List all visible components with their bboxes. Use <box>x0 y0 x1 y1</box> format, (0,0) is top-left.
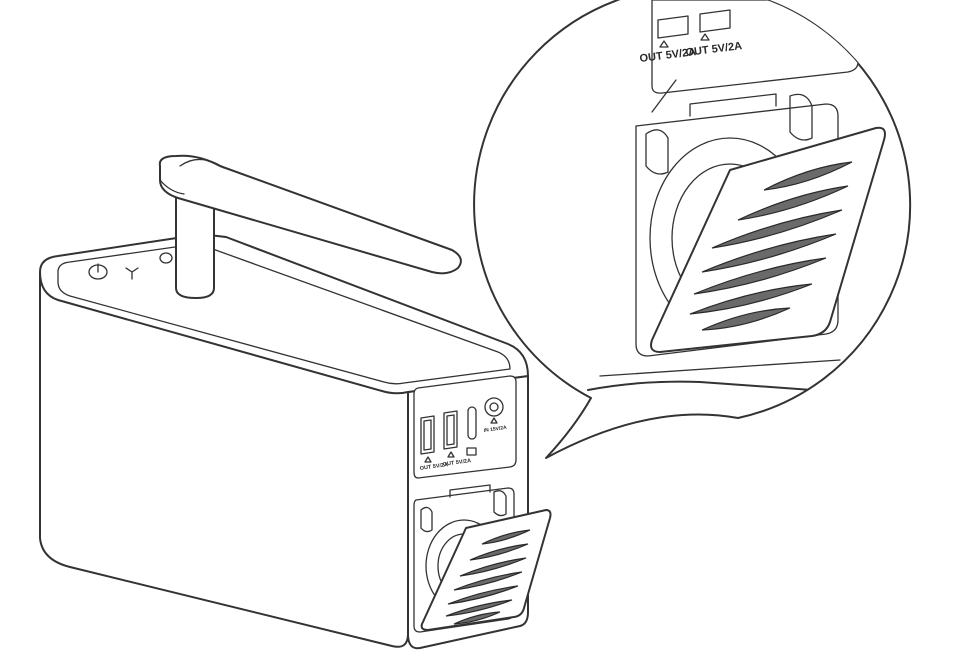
grille-slot <box>481 529 531 545</box>
usb-a-1-label: OUT 5V/2A <box>419 462 448 472</box>
grille-slot <box>453 611 501 625</box>
dc-in-label: IN 15V/2A <box>483 425 507 434</box>
grille-slot <box>763 161 853 191</box>
grille-slot <box>453 571 523 591</box>
filter-grille <box>445 529 531 625</box>
grille-slot <box>445 599 513 617</box>
usb-a-port-2 <box>443 410 458 450</box>
warning-triangle-icon <box>659 33 710 48</box>
warning-triangle-icon <box>424 417 498 463</box>
grille-slot <box>469 543 529 561</box>
usb-c-port <box>467 406 477 440</box>
device-icon <box>466 447 477 456</box>
usb-a-2-label: OUT 5V/2A <box>442 458 471 468</box>
grille-slot <box>737 185 849 221</box>
callout-filter-grille <box>689 161 853 331</box>
callout-usb-a-1 <box>657 15 689 39</box>
grille-slot <box>459 557 527 577</box>
bluetooth-icon <box>125 267 139 280</box>
mode-icon <box>159 252 173 264</box>
callout-usb-a-2 <box>699 9 731 33</box>
grille-slot <box>711 209 843 249</box>
top-control-buttons <box>88 252 173 280</box>
grille-slot <box>701 233 837 273</box>
grille-slot <box>447 585 519 605</box>
dc-in-port <box>484 397 504 417</box>
carry-handle <box>158 154 462 299</box>
callout-dust-filter-cover <box>650 126 886 353</box>
grille-slot <box>693 257 827 295</box>
power-icon <box>88 263 108 280</box>
port-panel: OUT 5V/2A OUT 5V/2A IN 15V/2A <box>413 375 517 479</box>
dust-filter-cover <box>420 509 552 631</box>
usb-a-port-1 <box>420 415 435 455</box>
grille-slot <box>701 307 791 331</box>
grille-slot <box>689 283 813 315</box>
